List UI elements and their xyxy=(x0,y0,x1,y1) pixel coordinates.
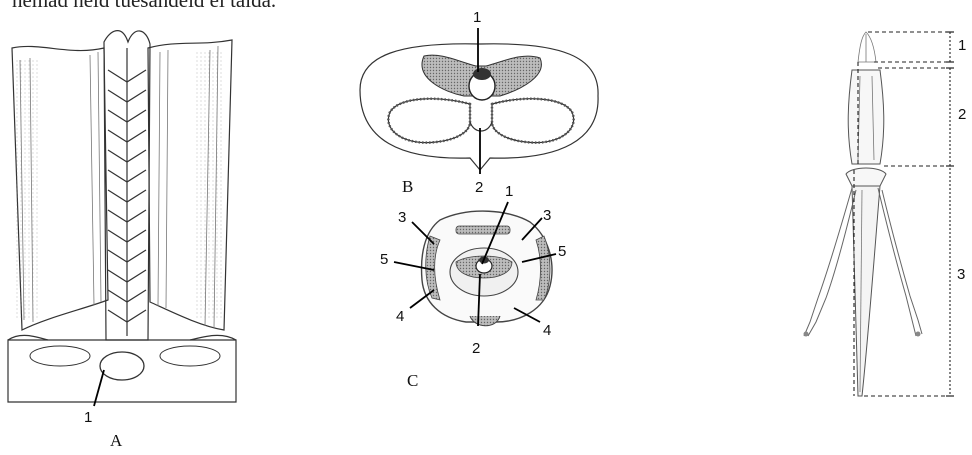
panel-a-canal xyxy=(100,352,144,380)
panel-c-letter: C xyxy=(407,371,418,390)
panel-b-label-2: 2 xyxy=(475,179,483,196)
panel-a-letter: A xyxy=(110,431,123,450)
panel-c-label-5-left: 5 xyxy=(380,251,388,268)
panel-a-drawing xyxy=(8,31,236,406)
panel-c-label-5-right: 5 xyxy=(558,243,566,260)
segment-label-3: 3 xyxy=(957,266,965,283)
panel-b-label-1: 1 xyxy=(473,9,481,26)
panel-b-drawing xyxy=(360,28,598,174)
caption-text-cropped: hemad neid tuesandeid ei talda. xyxy=(12,0,276,13)
panel-c-drawing xyxy=(394,202,556,326)
right-figure-drawing xyxy=(804,32,955,396)
panel-c-label-2: 2 xyxy=(472,340,480,357)
panel-b-letter: B xyxy=(402,177,413,196)
panel-c-label-4-right: 4 xyxy=(543,322,551,339)
panel-a-leader-1 xyxy=(94,370,104,406)
panel-c-label-3-right: 3 xyxy=(543,207,551,224)
segment-label-1: 1 xyxy=(958,37,966,54)
panel-a-label-1: 1 xyxy=(84,409,92,426)
panel-c-label-3-left: 3 xyxy=(398,209,406,226)
segment-label-2: 2 xyxy=(958,106,966,123)
panel-c-label-4-left: 4 xyxy=(396,308,404,325)
panel-c-label-1: 1 xyxy=(505,183,513,200)
